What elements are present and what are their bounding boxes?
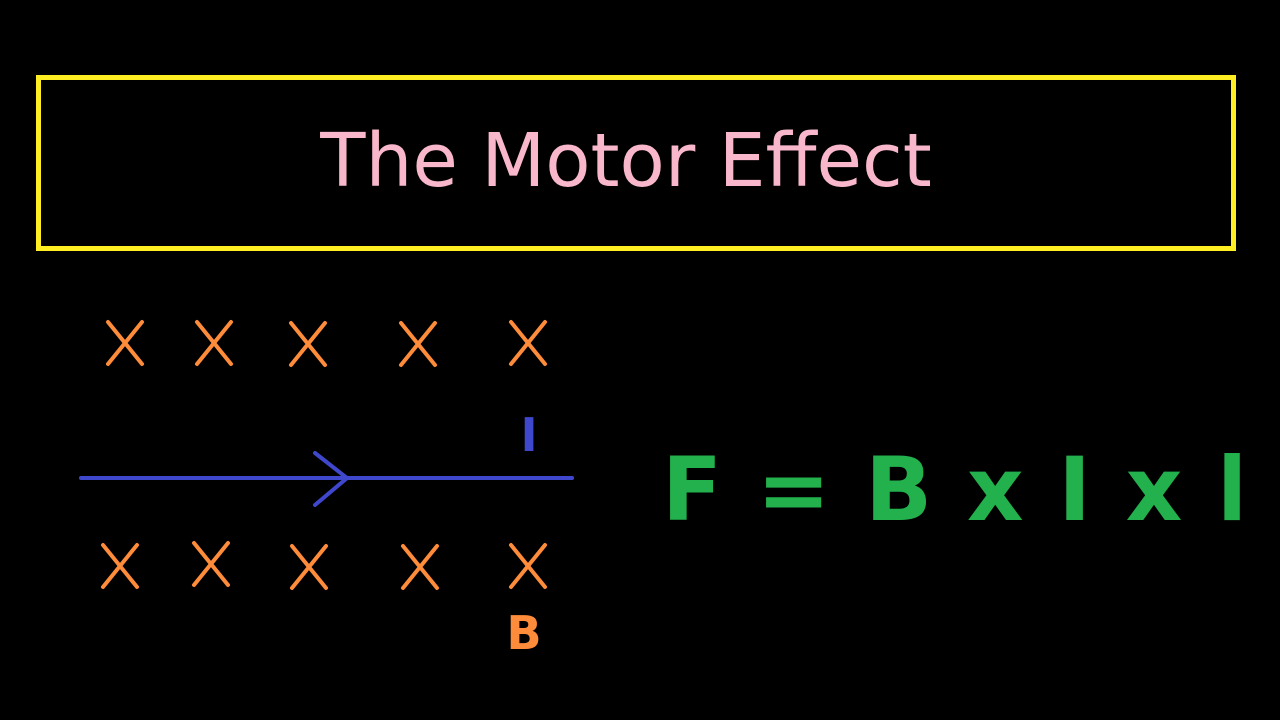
field-cross-icon (401, 544, 439, 590)
field-cross-icon (192, 541, 230, 587)
field-cross-icon (290, 544, 328, 590)
title-box: The Motor Effect (36, 75, 1236, 251)
field-cross-icon (106, 320, 144, 366)
field-cross-icon (399, 321, 437, 367)
current-direction-arrow-icon (313, 451, 351, 507)
current-label: I (520, 408, 537, 462)
page-title: The Motor Effect (320, 118, 932, 204)
field-crosses-bottom-row (101, 541, 547, 590)
field-crosses-top-row (106, 320, 547, 367)
field-cross-icon (195, 320, 233, 366)
field-label: B (506, 606, 541, 660)
field-cross-icon (101, 543, 139, 589)
field-cross-icon (509, 543, 547, 589)
motor-effect-formula: F = B x I x l (662, 438, 1250, 541)
field-cross-icon (509, 320, 547, 366)
field-cross-icon (289, 321, 327, 367)
current-wire (79, 451, 574, 507)
